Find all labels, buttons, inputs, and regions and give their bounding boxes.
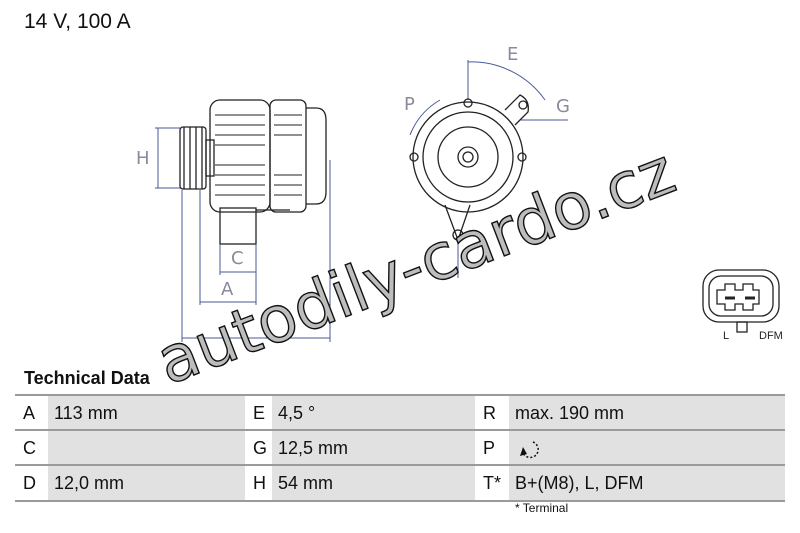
param-label: T* <box>483 473 501 493</box>
param-label: G <box>253 438 268 458</box>
dim-label-h: H <box>136 148 150 169</box>
dim-label-g: G <box>556 96 570 117</box>
alternator-drawing: H C A E P G L DFM <box>136 44 783 342</box>
param-value: B+(M8), L, DFM <box>509 466 785 500</box>
param-label: H <box>253 473 266 493</box>
front-view <box>409 94 529 242</box>
watermark-text: autodily-cardo.cz <box>147 135 685 400</box>
param-value <box>509 431 785 465</box>
connector-label-dfm: DFM <box>759 330 783 342</box>
product-title: 14 V, 100 A <box>24 10 131 33</box>
technical-data-title: Technical Data <box>24 368 150 388</box>
param-value: 12,0 mm <box>48 466 245 500</box>
footnote: * Terminal <box>515 501 569 515</box>
rotation-direction-icon <box>520 441 539 459</box>
table-row: A 113 mm E 4,5 ° R max. 190 mm <box>15 394 785 430</box>
dim-label-e: E <box>507 44 518 65</box>
connector-label-l: L <box>723 330 729 342</box>
param-label: C <box>23 438 36 458</box>
param-label: P <box>483 438 496 458</box>
param-label: D <box>23 473 36 493</box>
param-value: 4,5 ° <box>272 396 475 430</box>
dim-label-p: P <box>404 94 415 115</box>
param-label: A <box>23 403 36 423</box>
param-value <box>48 431 245 465</box>
param-value: 54 mm <box>272 466 475 500</box>
dim-label-a: A <box>221 279 234 300</box>
side-view <box>179 99 327 245</box>
dim-label-c: C <box>231 248 244 269</box>
connector-diagram <box>702 269 780 333</box>
param-value: 12,5 mm <box>272 431 475 465</box>
table-row: D 12,0 mm H 54 mm T* B+(M8), L, DFM <box>15 464 785 502</box>
param-value: 113 mm <box>48 396 245 430</box>
param-label: R <box>483 403 496 423</box>
param-value: max. 190 mm <box>509 396 785 430</box>
dimension-lines <box>155 60 568 342</box>
table-row: C G 12,5 mm P <box>15 429 785 465</box>
param-label: E <box>253 403 266 423</box>
